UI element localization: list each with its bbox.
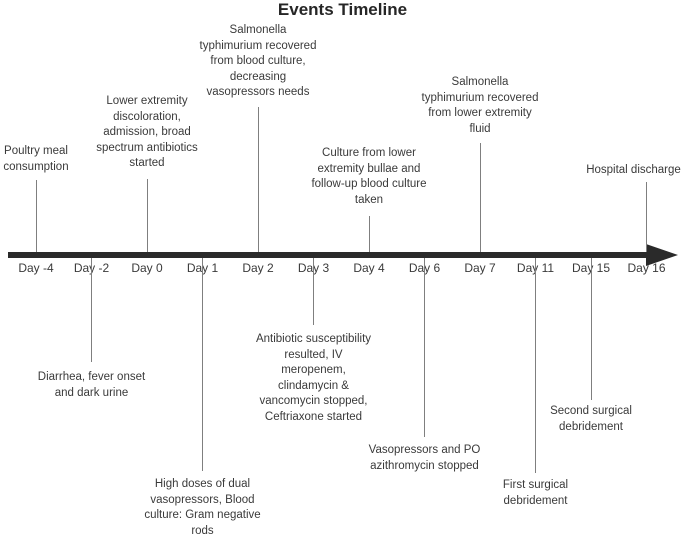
event-label-vasopressors-azithromycin-stopped: Vasopressors and PO azithromycin stopped (335, 443, 515, 474)
event-label-line: Lower extremity (106, 95, 188, 107)
event-label-line: debridement (559, 420, 623, 433)
event-stem-first-surgical-debridement (535, 258, 536, 473)
event-label-line: typhimurium recovered (421, 91, 539, 104)
event-label-line: Ceftriaxone started (264, 410, 363, 423)
event-stem-salmonella-recovered-blood-culture (257, 107, 259, 252)
event-label-line: meropenem, (281, 364, 346, 376)
event-label-line: Diarrhea, fever onset (37, 371, 146, 383)
event-label-line: azithromycin stopped (370, 459, 479, 472)
event-stem-second-surgical-debridement (590, 258, 592, 400)
timeline-arrowhead-icon (646, 244, 678, 266)
event-label-line: Salmonella (451, 76, 509, 88)
event-label-line: from blood culture, (210, 55, 306, 67)
event-stem-poultry-meal-consumption (35, 180, 37, 252)
event-label-line: High doses of dual (154, 478, 251, 490)
day-tick-label-day0: Day 0 (131, 261, 163, 275)
event-label-line: Antibiotic susceptibility (255, 333, 372, 345)
event-label-line: spectrum antibiotics (96, 141, 198, 154)
day-tick-label-day2: Day 2 (242, 261, 274, 275)
timeline-axis (8, 252, 650, 258)
event-label-second-surgical-debridement: Second surgical debridement (501, 404, 681, 435)
event-label-line: from lower extremity (428, 107, 532, 119)
event-label-line: started (129, 157, 165, 169)
event-stem-hospital-discharge (646, 182, 647, 252)
event-label-line: typhimurium recovered (199, 39, 317, 52)
event-label-line: discoloration, (113, 110, 181, 123)
day-tick-label-day7: Day 7 (464, 261, 496, 275)
event-label-salmonella-recovered-blood-culture: Salmonella typhimurium recovered from bloo… (168, 23, 348, 101)
event-label-line: culture: Gram negative (144, 509, 261, 521)
event-label-line: fluid (469, 122, 491, 135)
event-label-line: vasopressors, Blood (150, 493, 255, 506)
event-label-line: decreasing (229, 70, 287, 83)
event-stem-vasopressors-azithromycin-stopped (424, 258, 425, 437)
event-label-line: Poultry meal (4, 145, 68, 157)
event-label-line: Culture from lower (322, 147, 416, 159)
event-label-antibiotic-susceptibility-ceftriaxone-started: Antibiotic susceptibility resulted, IV mer… (224, 332, 404, 425)
event-label-diarrhea-fever-dark-urine: Diarrhea, fever onset and dark urine (2, 370, 182, 401)
event-label-salmonella-recovered-extremity-fluid: Salmonella typhimurium recovered from lowe… (390, 75, 570, 137)
day-tick-label-day-4: Day -4 (18, 261, 54, 275)
event-label-line: debridement (503, 494, 568, 507)
day-tick-label-day4: Day 4 (353, 261, 385, 275)
event-label-line: admission, broad (103, 126, 191, 138)
event-label-hospital-discharge: Hospital discharge (544, 163, 685, 179)
event-stem-high-dose-vasopressors-gram-negative-rods (202, 258, 203, 471)
event-label-line: taken (354, 193, 384, 206)
event-label-first-surgical-debridement: First surgical debridement (446, 478, 626, 509)
event-label-line: follow-up blood culture (311, 178, 427, 190)
event-label-line: and dark urine (54, 386, 129, 399)
event-stem-antibiotic-susceptibility-ceftriaxone-started (313, 258, 314, 325)
event-label-high-dose-vasopressors-gram-negative-rods: High doses of dual vasopressors, Blood cul… (113, 477, 293, 539)
event-stem-admission-broad-spectrum-antibiotics (146, 179, 148, 252)
event-stem-diarrhea-fever-dark-urine (91, 258, 92, 362)
event-label-line: Second surgical (550, 405, 632, 417)
event-label-line: resulted, IV (284, 348, 343, 361)
event-stem-culture-bullae-follow-up (368, 216, 370, 252)
event-label-line: Vasopressors and PO (368, 444, 481, 456)
event-label-poultry-meal-consumption: Poultry meal consumption (0, 144, 126, 175)
event-label-line: Hospital discharge (586, 164, 681, 176)
event-label-admission-broad-spectrum-antibiotics: Lower extremity discoloration, admission, … (57, 94, 237, 172)
event-label-line: vasopressors needs (206, 86, 310, 98)
event-label-line: Salmonella (229, 24, 287, 36)
event-label-line: consumption (3, 160, 69, 173)
event-label-culture-bullae-follow-up: Culture from lower extremity bullae and fo… (279, 146, 459, 208)
event-label-line: First surgical (502, 479, 569, 491)
event-label-line: clindamycin & (278, 379, 349, 392)
day-tick-label-day16: Day 16 (627, 261, 666, 275)
event-label-line: extremity bullae and (317, 162, 421, 175)
figure-title: Events Timeline (277, 0, 408, 19)
event-label-line: vancomycin stopped, (259, 395, 368, 407)
event-label-line: rods (191, 524, 214, 537)
event-stem-salmonella-recovered-extremity-fluid (479, 143, 481, 252)
